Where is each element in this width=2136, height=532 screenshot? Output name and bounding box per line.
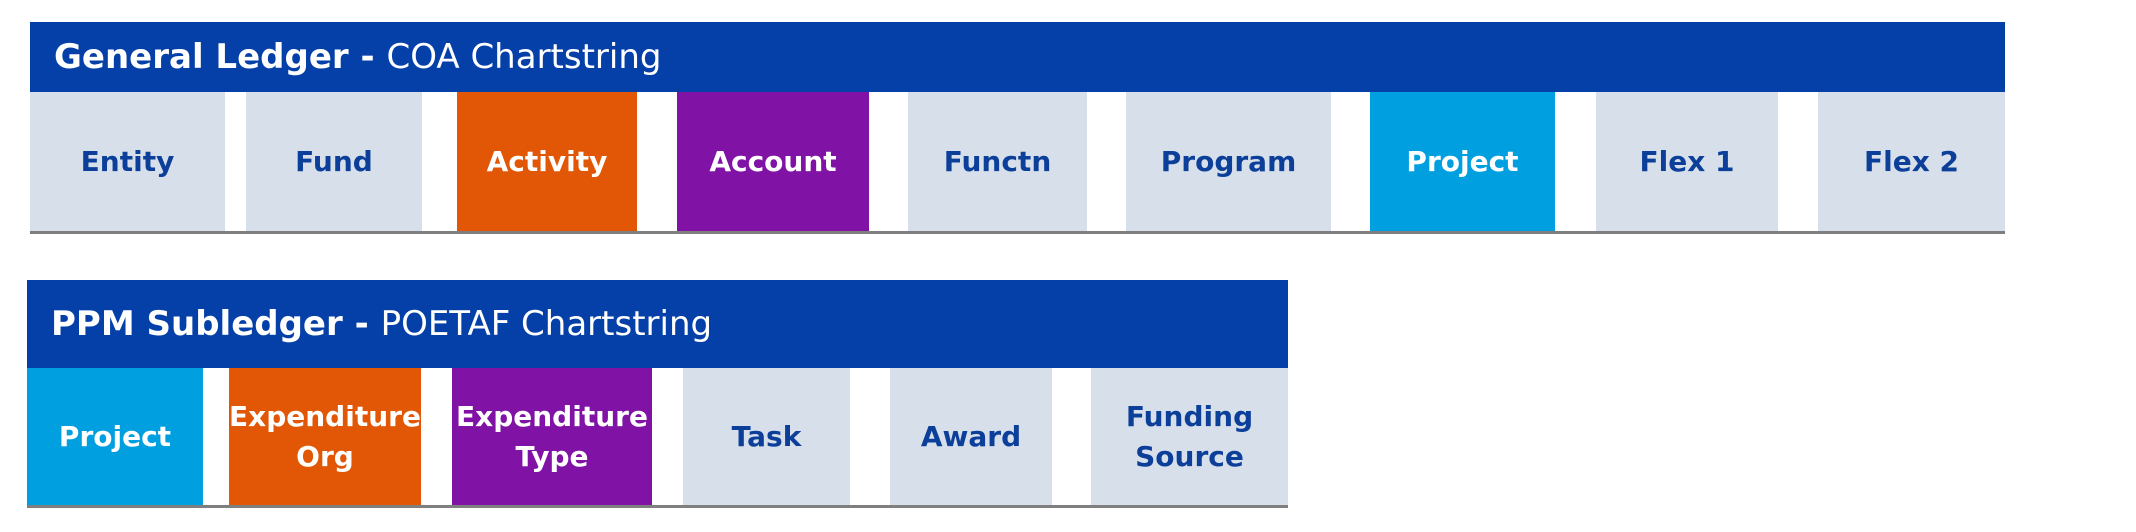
ppm-title-light: POETAF Chartstring bbox=[380, 304, 713, 344]
ppm-segment-funding-source: Funding Source bbox=[1091, 368, 1288, 505]
gl-segment-label: Account bbox=[709, 144, 837, 178]
ppm-segment-task: Task bbox=[683, 368, 850, 505]
ppm-segment-label: Expenditure Org bbox=[229, 399, 421, 473]
ppm-title-bold: PPM Subledger bbox=[51, 304, 343, 344]
ppm-baseline bbox=[27, 505, 1288, 508]
gl-segment-flex-2: Flex 2 bbox=[1818, 92, 2005, 231]
ppm-segment-label: Project bbox=[58, 419, 172, 453]
ppm-segment-project: Project bbox=[27, 368, 203, 505]
gl-segment-label: Flex 2 bbox=[1863, 144, 1959, 178]
gl-segment-label: Flex 1 bbox=[1639, 144, 1735, 178]
gl-segment-program: Program bbox=[1126, 92, 1331, 231]
gl-segment-entity: Entity bbox=[30, 92, 225, 231]
gl-title-light: COA Chartstring bbox=[386, 37, 662, 77]
ppm-segment-label: Award bbox=[920, 419, 1022, 453]
gl-segment-flex-1: Flex 1 bbox=[1596, 92, 1778, 231]
gl-title-bold: General Ledger bbox=[54, 37, 349, 77]
gl-segment-functn: Functn bbox=[908, 92, 1087, 231]
ppm-segment-label: Task bbox=[731, 419, 802, 453]
ppm-segment-expenditure-type: Expenditure Type bbox=[452, 368, 652, 505]
gl-baseline bbox=[30, 231, 2005, 234]
gl-segment-label: Program bbox=[1160, 144, 1297, 178]
gl-segment-fund: Fund bbox=[246, 92, 422, 231]
gl-segment-label: Functn bbox=[943, 144, 1052, 178]
ppm-segment-label: Expenditure Type bbox=[456, 399, 648, 473]
ppm-header: PPM Subledger - POETAF Chartstring bbox=[27, 280, 1288, 368]
gl-header: General Ledger - COA Chartstring bbox=[30, 22, 2005, 92]
ppm-segment-label: Funding Source bbox=[1125, 399, 1254, 473]
gl-segment-account: Account bbox=[677, 92, 869, 231]
ppm-title-separator: - bbox=[342, 304, 381, 344]
gl-segment-label: Fund bbox=[295, 144, 373, 178]
ppm-segment-award: Award bbox=[890, 368, 1052, 505]
gl-segment-label: Entity bbox=[80, 144, 175, 178]
gl-segment-project: Project bbox=[1370, 92, 1555, 231]
gl-title-separator: - bbox=[348, 37, 387, 77]
gl-segment-label: Activity bbox=[486, 144, 608, 178]
gl-segment-label: Project bbox=[1406, 144, 1519, 178]
ppm-segment-expenditure-org: Expenditure Org bbox=[229, 368, 421, 505]
gl-segment-activity: Activity bbox=[457, 92, 637, 231]
